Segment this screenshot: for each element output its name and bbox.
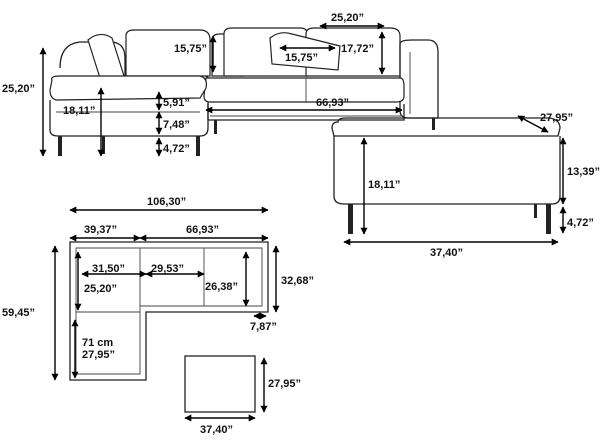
dim-ottoman-width: 37,40” <box>430 247 463 259</box>
dim-plan-ottoman-width: 37,40” <box>200 424 233 436</box>
dim-main-depth: 32,68” <box>281 275 314 287</box>
dim-back-cushion-height-right: 17,72” <box>341 43 374 55</box>
dim-ottoman-depth: 27,95” <box>540 112 573 124</box>
dim-ottoman-seat-height: 18,11” <box>368 179 400 191</box>
dim-chaise-back: 25,20” <box>84 283 117 295</box>
dim-leg-height: 4,72” <box>163 143 190 155</box>
plan-outline <box>69 241 269 381</box>
dim-main-width: 66,93” <box>186 224 219 236</box>
dim-back-cushion-width-small: 15,75” <box>285 52 318 64</box>
dim-seat-thickness: 7,48” <box>163 119 190 131</box>
ottoman-dimensions: 27,95” 13,39” 18,11” 4,72” 37,40” <box>343 112 600 259</box>
ottoman-view <box>331 117 561 234</box>
dim-back-cushion-width: 25,20” <box>331 12 364 24</box>
sofa-base <box>49 100 209 137</box>
dim-chaise-width: 39,37” <box>84 224 117 236</box>
dim-sofa-width: 66,93” <box>316 97 349 109</box>
dim-ottoman-leg: 4,72” <box>567 217 594 229</box>
dim-ottoman-height: 13,39” <box>567 166 600 178</box>
leg-5 <box>432 118 435 130</box>
dim-seat-depth: 26,38” <box>205 281 238 293</box>
seat-cushion-main <box>203 77 405 103</box>
back-cushion-pillow-1 <box>87 33 125 79</box>
leg-2 <box>102 136 105 154</box>
ottoman-top <box>331 117 561 137</box>
dim-seat-height: 18,11” <box>63 105 95 117</box>
sofa-right-arm <box>399 39 439 119</box>
dim-total-height: 25,20” <box>2 83 35 95</box>
dim-chaise-depth-cm: 71 cm <box>82 337 113 349</box>
dim-total-width: 106,30” <box>147 196 186 208</box>
plan-ottoman <box>184 355 256 413</box>
dim-chaise-depth-in: 27,95” <box>82 349 115 361</box>
chaise-seat <box>49 75 207 101</box>
leg-1 <box>58 136 62 156</box>
dim-main-seat-width: 29,53” <box>151 263 184 275</box>
sofa-front-view <box>49 27 439 156</box>
dim-plan-ottoman-depth: 27,95” <box>268 378 301 390</box>
plan-dimensions: 106,30” 39,37” 66,93” 31,50” 29,53” 25,2… <box>2 196 314 436</box>
leg-4 <box>214 120 217 134</box>
ottoman-leg-back <box>534 204 537 218</box>
front-view-dimensions: 25,20” 15,75” 17,72” 15,75” 25,20” 18,11… <box>2 12 403 157</box>
dim-back-cushion-height-left: 15,75” <box>174 43 207 55</box>
dim-total-depth: 59,45” <box>2 307 35 319</box>
dim-backrest-offset: 5,91” <box>163 97 190 109</box>
dim-armrest: 7,87” <box>250 321 277 333</box>
leg-3 <box>196 136 200 156</box>
ottoman-body <box>333 136 561 205</box>
ottoman-leg-left <box>348 204 353 234</box>
ottoman-leg-right <box>546 204 551 234</box>
dim-chaise-seat-width: 31,50” <box>92 263 125 275</box>
